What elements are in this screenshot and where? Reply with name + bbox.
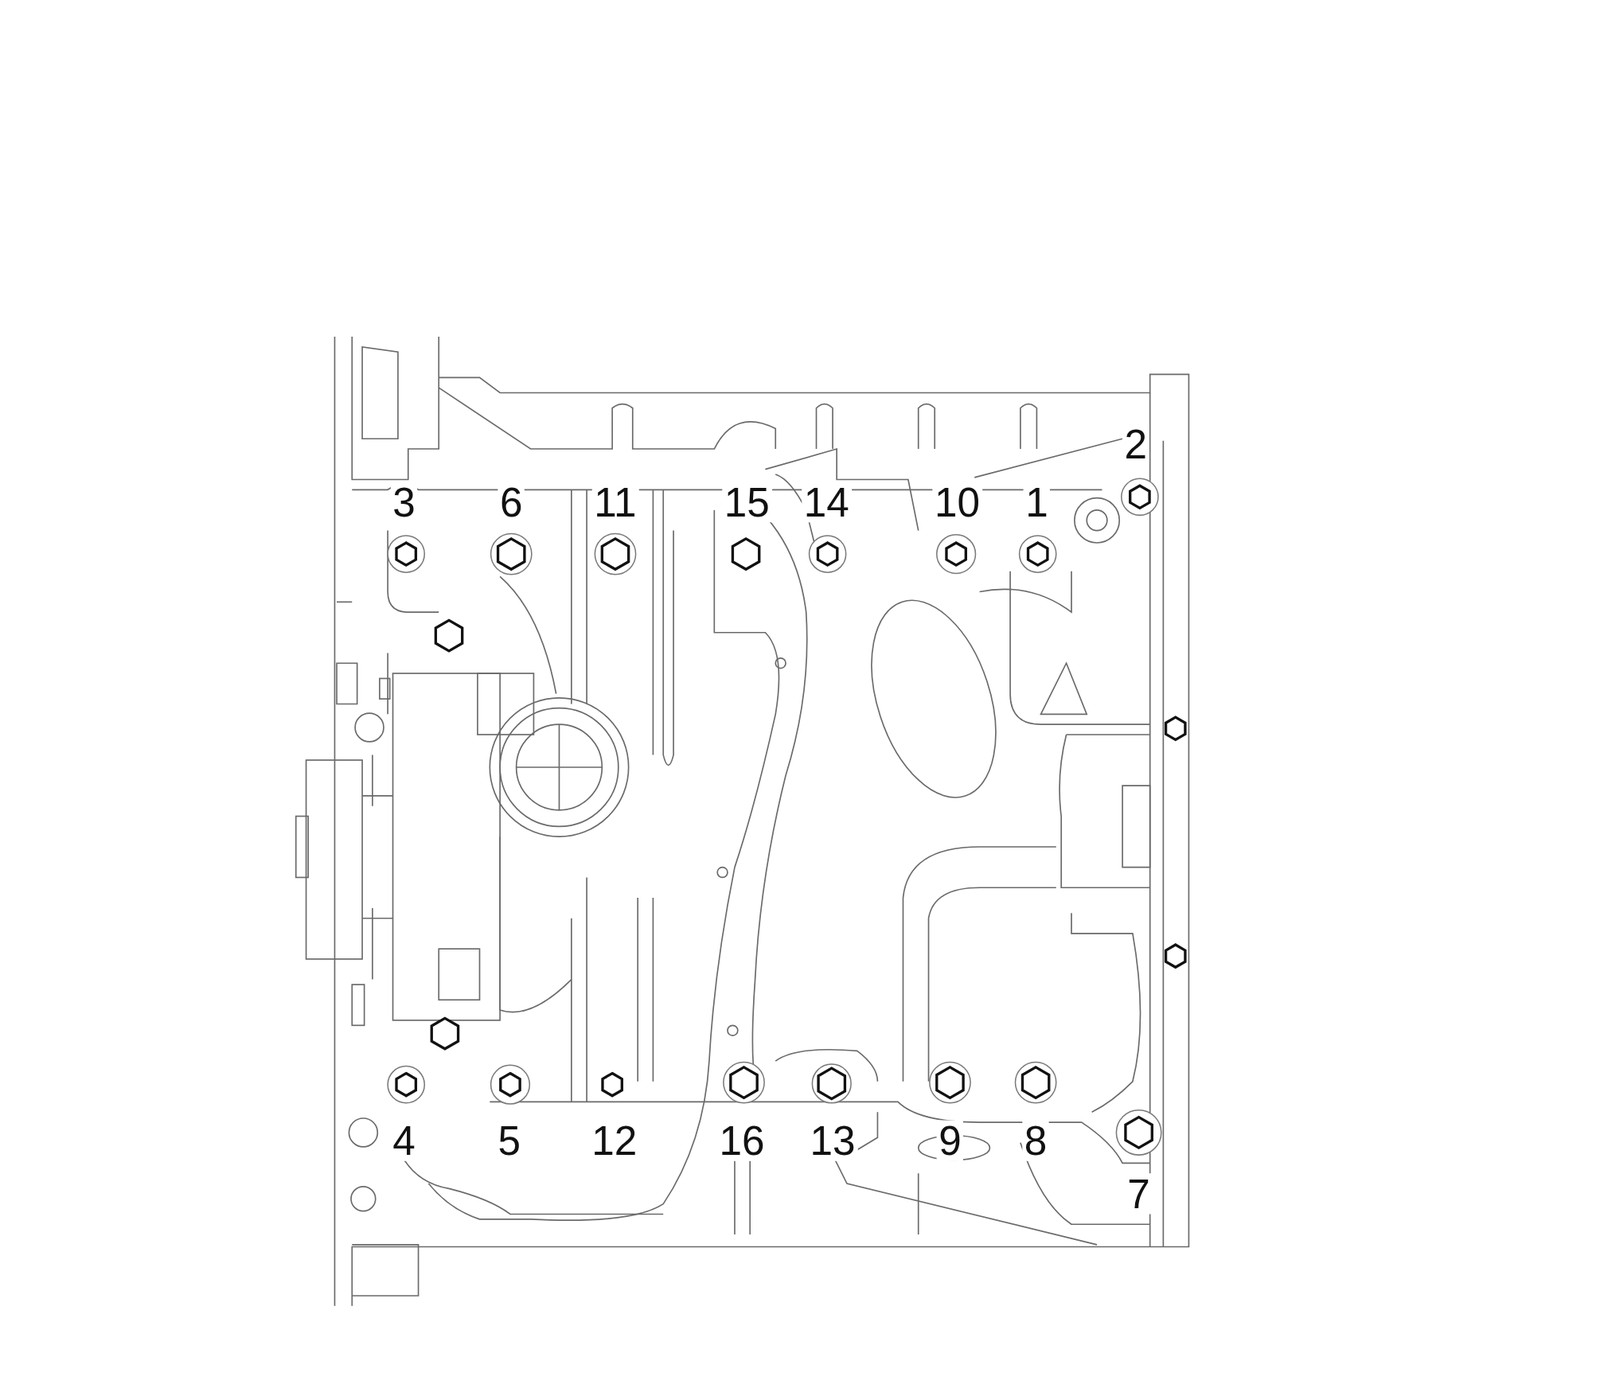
callout-number: 8	[1022, 1120, 1050, 1162]
oil-pump	[296, 663, 629, 1026]
callout-number: 6	[497, 481, 525, 523]
callout-number: 5	[495, 1120, 523, 1162]
callout-number: 9	[936, 1120, 964, 1162]
housing-outline	[334, 336, 1189, 1307]
callout-number: 1	[1023, 481, 1051, 523]
callout-number: 15	[721, 481, 772, 523]
callout-number: 16	[717, 1120, 767, 1162]
callout-number: 2	[1122, 423, 1150, 465]
callout-number: 13	[807, 1120, 858, 1162]
callout-number: 11	[592, 481, 639, 523]
bolt-heads	[396, 485, 1186, 1148]
callout-number: 12	[589, 1120, 640, 1162]
callout-number: 14	[801, 481, 851, 523]
callout-number: 4	[390, 1120, 418, 1162]
callout-number: 7	[1125, 1173, 1153, 1214]
bolt-bosses	[387, 478, 1162, 1156]
callout-number: 3	[390, 481, 418, 523]
callout-number: 10	[932, 481, 982, 523]
